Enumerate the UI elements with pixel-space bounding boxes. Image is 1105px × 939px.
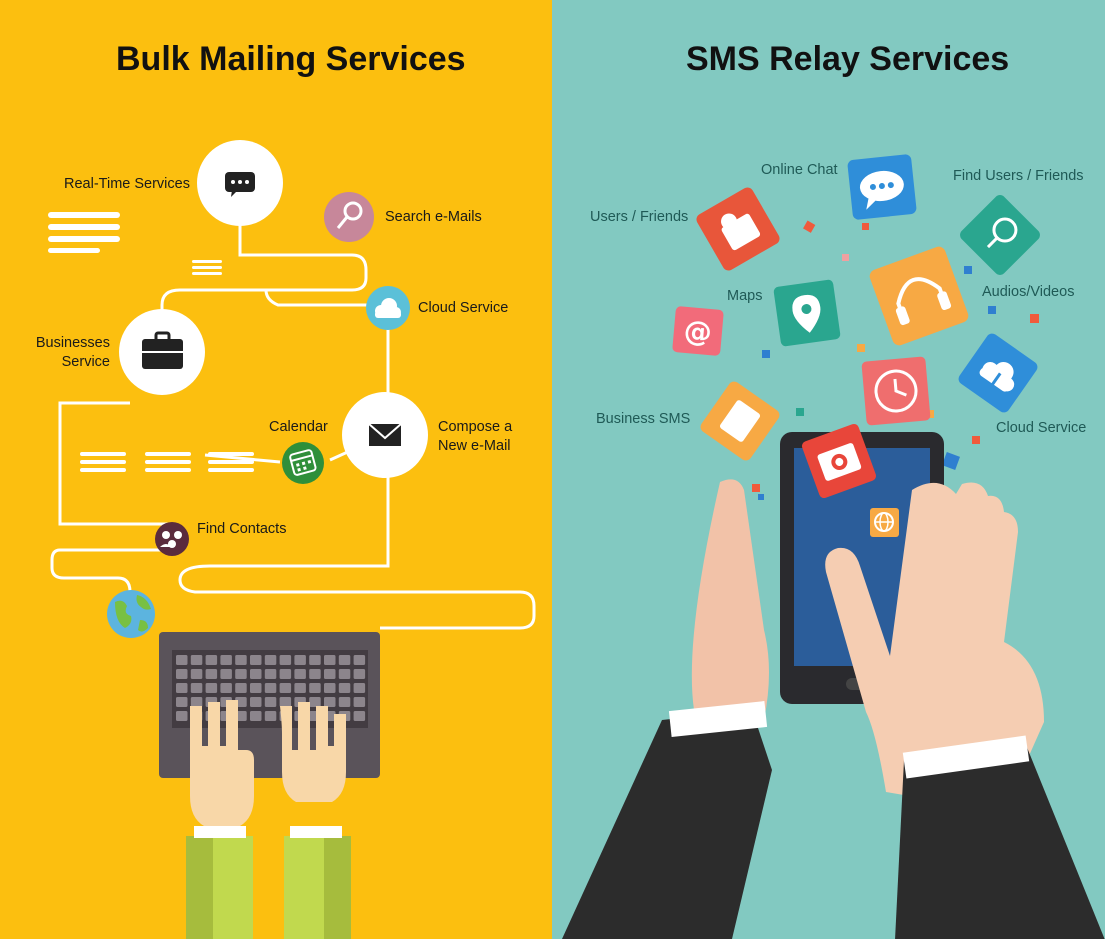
bulk-mailing-panel: Bulk Mailing Services Real-Time Services… bbox=[0, 0, 552, 939]
label-cloud-service-sms: Cloud Service bbox=[996, 420, 1087, 436]
label-compose-line1: Compose a bbox=[438, 419, 513, 435]
connection-path-2 bbox=[50, 288, 386, 612]
label-audios-videos: Audios/Videos bbox=[982, 284, 1075, 300]
search-icon bbox=[960, 195, 1040, 275]
hand-icon bbox=[562, 479, 1105, 939]
globe-icon bbox=[107, 590, 155, 638]
typing-hands-icon bbox=[186, 700, 351, 939]
connection-path bbox=[178, 220, 536, 630]
page-title-bulk-mailing: Bulk Mailing Services bbox=[116, 40, 466, 78]
label-find-contacts: Find Contacts bbox=[197, 521, 287, 537]
search-icon bbox=[336, 201, 363, 229]
label-businesses-line2: Service bbox=[61, 354, 110, 370]
label-find-users-friends: Find Users / Friends bbox=[953, 168, 1084, 184]
cloud-upload-icon bbox=[958, 333, 1038, 413]
document-icon bbox=[700, 381, 780, 461]
label-users-friends: Users / Friends bbox=[590, 209, 689, 225]
at-sign-icon: @ bbox=[672, 306, 724, 356]
label-businesses-line1: Businesses bbox=[35, 335, 110, 351]
chat-bubble-icon bbox=[225, 172, 255, 197]
contacts-icon bbox=[160, 531, 182, 548]
camera-icon bbox=[801, 423, 877, 499]
label-maps: Maps bbox=[727, 288, 763, 304]
clock-icon bbox=[861, 356, 931, 426]
calendar-icon bbox=[289, 449, 317, 476]
chat-bubble-icon bbox=[847, 154, 917, 220]
label-compose-email: Compose a New e-Mail bbox=[438, 418, 512, 456]
label-calendar: Calendar bbox=[269, 419, 328, 435]
label-real-time-services: Real-Time Services bbox=[64, 176, 190, 192]
map-pin-icon bbox=[773, 279, 841, 347]
user-icon bbox=[696, 187, 780, 271]
sms-relay-panel: @ bbox=[552, 0, 1105, 939]
svg-text:@: @ bbox=[683, 314, 714, 349]
label-online-chat: Online Chat bbox=[761, 162, 838, 178]
label-cloud-service: Cloud Service bbox=[418, 300, 509, 316]
text-lines-decoration bbox=[48, 212, 254, 472]
label-search-emails: Search e-Mails bbox=[385, 209, 482, 225]
label-businesses-service: Businesses Service bbox=[30, 334, 110, 372]
page-title-sms-relay: SMS Relay Services bbox=[686, 40, 1010, 78]
cloud-icon bbox=[375, 298, 401, 318]
globe-icon bbox=[870, 508, 899, 537]
briefcase-icon bbox=[142, 331, 183, 369]
headphones-icon bbox=[869, 246, 969, 346]
envelope-icon bbox=[368, 423, 402, 446]
sms-relay-illustration: @ bbox=[562, 154, 1105, 939]
label-compose-line2: New e-Mail bbox=[438, 438, 511, 454]
bulk-mailing-illustration bbox=[48, 140, 536, 939]
label-business-sms: Business SMS bbox=[596, 411, 691, 427]
